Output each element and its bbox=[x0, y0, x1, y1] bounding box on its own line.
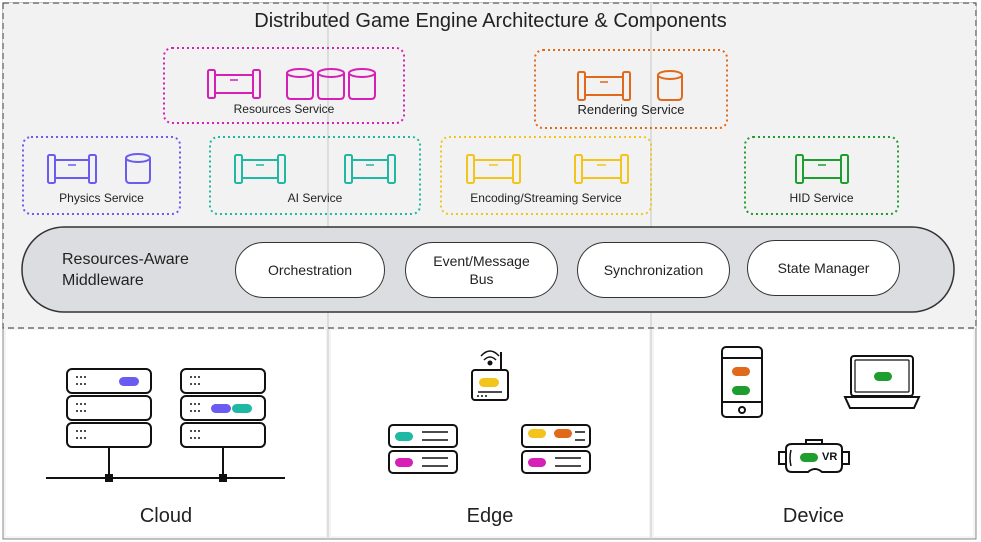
rendering-service-label: Rendering Service bbox=[577, 102, 685, 117]
ai-service-box bbox=[209, 136, 421, 215]
vr-badge-label: VR bbox=[822, 451, 838, 463]
resources-storage-icon-2 bbox=[317, 68, 345, 100]
hid-service-box bbox=[744, 136, 899, 215]
middleware-title: Resources-Aware Middleware bbox=[62, 249, 189, 291]
device-panel bbox=[654, 330, 973, 536]
middleware-title-line-1: Resources-Aware bbox=[62, 251, 189, 268]
encoding-service-box bbox=[440, 136, 652, 215]
resources-storage-icon-3 bbox=[348, 68, 376, 100]
resources-container-icon bbox=[207, 69, 261, 99]
event-bus-label-line-2: Bus bbox=[469, 271, 494, 287]
resources-service-box bbox=[163, 47, 405, 124]
event-message-bus-component: Event/Message Bus bbox=[405, 242, 558, 298]
cloud-network-line bbox=[46, 474, 285, 482]
diagram-title: Distributed Game Engine Architecture & C… bbox=[254, 10, 727, 32]
rendering-service-box bbox=[534, 49, 728, 129]
rendering-storage-icon bbox=[657, 70, 683, 101]
wifi-router-icon bbox=[471, 350, 509, 401]
event-bus-label-line-1: Event/Message bbox=[433, 253, 530, 269]
resources-storage-icon-1 bbox=[286, 68, 314, 100]
edge-server-2-icon bbox=[521, 424, 591, 474]
cloud-server-rack-1-icon bbox=[66, 368, 152, 478]
encoding-service-label: Encoding/Streaming Service bbox=[470, 191, 622, 205]
vr-headset-icon bbox=[778, 439, 850, 473]
state-manager-component: State Manager bbox=[747, 240, 900, 296]
smartphone-icon bbox=[721, 346, 763, 418]
cloud-server-rack-2-icon bbox=[180, 368, 266, 478]
encoding-container-icon-1 bbox=[466, 154, 521, 184]
laptop-icon bbox=[843, 355, 921, 409]
resources-service-label: Resources Service bbox=[233, 102, 335, 116]
physics-service-label: Physics Service bbox=[59, 191, 144, 205]
ai-service-label: AI Service bbox=[287, 191, 343, 205]
synchronization-component: Synchronization bbox=[577, 242, 730, 298]
cloud-tier-label: Cloud bbox=[139, 505, 193, 527]
cloud-panel bbox=[6, 330, 326, 536]
hid-service-label: HID Service bbox=[789, 191, 854, 205]
middleware-title-line-2: Middleware bbox=[62, 272, 144, 289]
device-tier-label: Device bbox=[782, 505, 845, 527]
synchronization-label: Synchronization bbox=[603, 262, 704, 278]
orchestration-component: Orchestration bbox=[235, 242, 385, 298]
physics-storage-icon bbox=[125, 153, 151, 184]
edge-tier-label: Edge bbox=[466, 505, 514, 527]
encoding-container-icon-2 bbox=[574, 154, 629, 184]
ai-container-icon-2 bbox=[344, 154, 396, 184]
engine-boundary bbox=[2, 2, 977, 329]
orchestration-label: Orchestration bbox=[267, 262, 353, 278]
physics-container-icon bbox=[47, 154, 97, 184]
ai-container-icon-1 bbox=[234, 154, 286, 184]
rendering-container-icon bbox=[577, 71, 631, 101]
state-manager-label: State Manager bbox=[777, 260, 870, 276]
hid-container-icon bbox=[795, 154, 849, 184]
physics-service-box bbox=[22, 136, 181, 215]
edge-server-1-icon bbox=[388, 424, 458, 474]
